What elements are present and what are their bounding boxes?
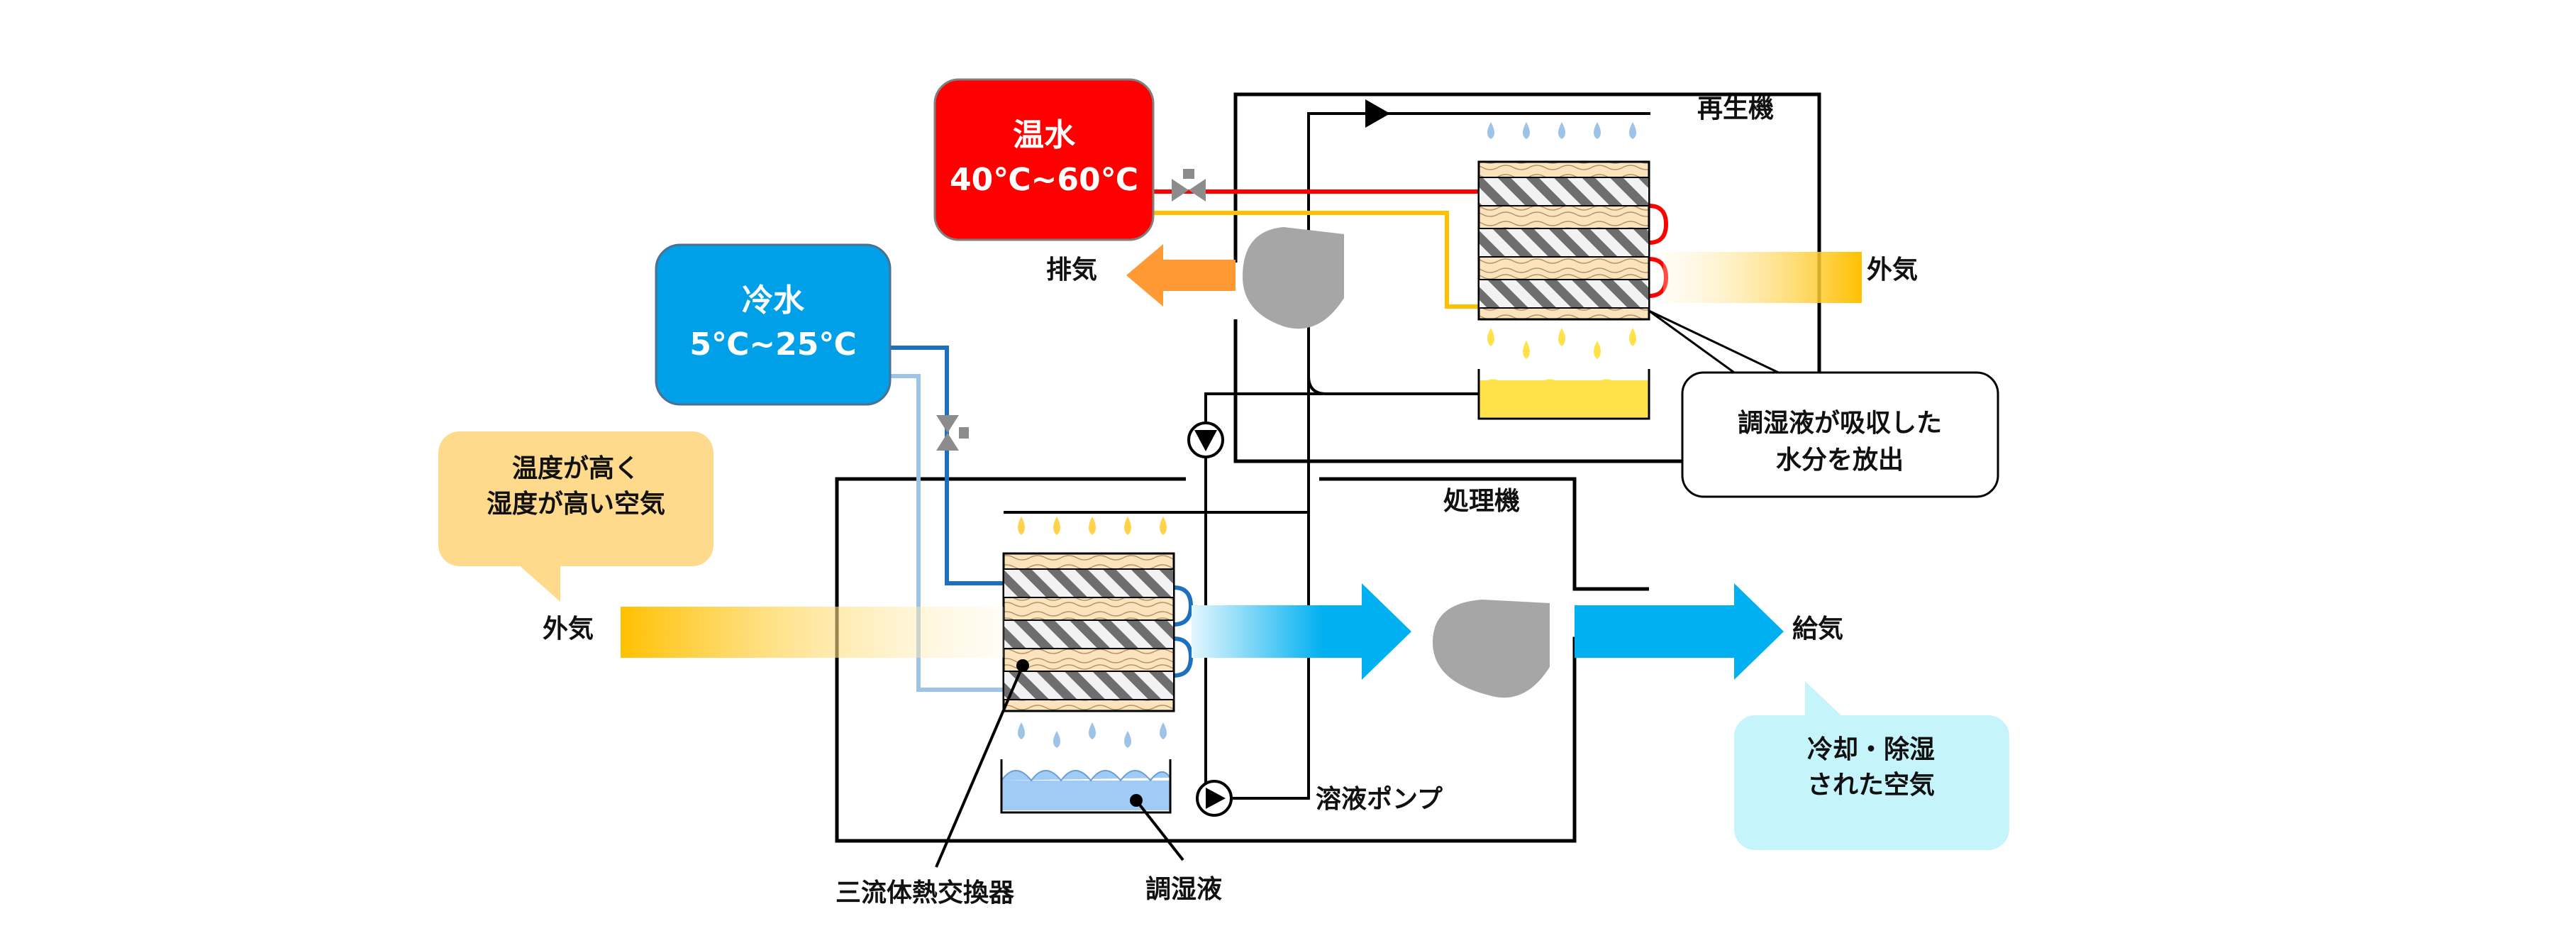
regenerator-heat-exchanger (1477, 160, 1650, 321)
processor-heat-exchanger (1002, 552, 1175, 712)
hot-water-box: 温水 40℃~60℃ (933, 78, 1155, 241)
release-callout-line-1: 調湿液が吸収した (1738, 409, 1942, 438)
processor-label: 処理機 (1443, 487, 1520, 516)
regenerator-label: 再生機 (1697, 94, 1774, 123)
exhaust-label: 排気 (1046, 255, 1097, 285)
exchanger-leader (935, 659, 1029, 868)
cold-water-title: 冷水 (742, 282, 805, 319)
regenerator-outside-air-label: 外気 (1867, 255, 1918, 285)
processor-fan-icon (1433, 600, 1550, 698)
processor-solution-drops (1018, 517, 1167, 535)
processor-water-drops (1018, 722, 1167, 748)
processor-air-arrow (1192, 583, 1411, 680)
cold-water-range: 5℃~25℃ (689, 326, 856, 363)
regenerator-water-drops (1487, 122, 1636, 139)
processor-outside-air-arrow (621, 607, 1004, 658)
cold-water-box: 冷水 5℃~25℃ (655, 243, 892, 406)
cooled-air-callout-line-2: された空気 (1807, 771, 1935, 800)
regenerator-pump-icon[interactable] (1187, 421, 1224, 458)
regenerator-outside-air-arrow (1663, 252, 1862, 303)
solution-leader (1130, 794, 1184, 861)
hot-water-piping (1153, 189, 1669, 309)
release-callout: 調湿液が吸収した 水分を放出 (1648, 309, 1999, 498)
cooled-air-callout: 冷却・除湿 された空気 (1734, 681, 2009, 850)
release-callout-line-2: 水分を放出 (1776, 446, 1904, 475)
humid-air-callout-line-1: 温度が高く (512, 454, 640, 483)
regenerator-fan-icon (1243, 227, 1344, 329)
hot-water-range: 40℃~60℃ (950, 162, 1138, 198)
regenerator-casing (1233, 92, 1821, 463)
cold-water-valve-icon[interactable] (936, 415, 969, 451)
supply-air-label: 給気 (1792, 614, 1843, 644)
hot-water-title: 温水 (1013, 117, 1076, 153)
exhaust-air-arrow (1126, 244, 1236, 307)
solution-label: 調湿液 (1145, 875, 1222, 904)
regenerator-solution-drops (1487, 328, 1636, 359)
solution-pump-label: 溶液ポンプ (1316, 784, 1443, 814)
solution-pump-icon[interactable] (1196, 780, 1233, 817)
cold-water-piping (890, 346, 1194, 692)
flow-direction-arrow-icon (1365, 99, 1390, 128)
hot-solution-pan (1477, 369, 1650, 420)
humid-air-callout-line-2: 湿度が高い空気 (487, 490, 665, 519)
exchanger-label: 三流体熱交換器 (835, 878, 1015, 908)
cooled-air-callout-line-1: 冷却・除湿 (1807, 735, 1935, 764)
supply-air-arrow (1575, 583, 1784, 680)
humid-air-callout: 温度が高く 湿度が高い空気 (438, 431, 714, 602)
hot-water-valve-icon[interactable] (1172, 169, 1206, 202)
processor-outside-air-label: 外気 (543, 614, 594, 644)
cold-solution-pan (1000, 759, 1172, 814)
